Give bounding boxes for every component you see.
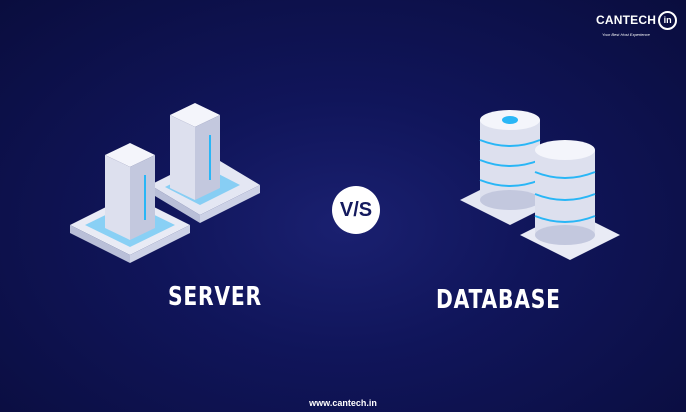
server-rack-back [150, 103, 260, 223]
cantech-logo: CANTECH in Your Best Host Experience [596, 10, 684, 37]
footer-url: www.cantech.in [309, 398, 377, 408]
versus-badge: V/S [332, 186, 380, 234]
logo-tagline: Your Best Host Experience [602, 32, 650, 37]
logo-in-badge: in [658, 10, 678, 30]
database-illustration [460, 110, 620, 260]
logo-name: CANTECH [596, 13, 657, 27]
database-cylinder-front [520, 140, 620, 260]
server-label: SERVER [168, 282, 262, 312]
server-rack-front [70, 143, 190, 263]
database-label: DATABASE [436, 285, 561, 315]
server-illustration [70, 103, 260, 263]
logo-row: CANTECH in [596, 10, 678, 30]
